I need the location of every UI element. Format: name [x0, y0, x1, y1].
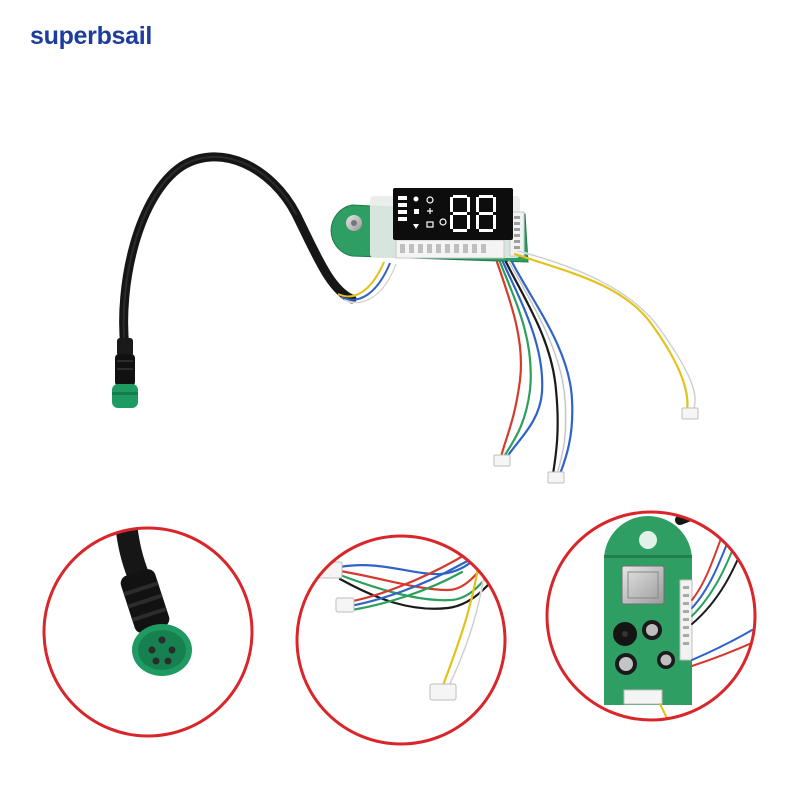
display-board	[330, 188, 529, 263]
wire-connectors	[493, 407, 699, 484]
status-icons	[413, 196, 447, 229]
wifi-module	[621, 565, 665, 605]
connector-green-tip	[112, 384, 138, 408]
detail-circle-wires	[295, 534, 507, 746]
display-screen	[393, 188, 513, 240]
white-connector-bottom	[429, 683, 457, 701]
detail-circle-pcb	[545, 510, 757, 722]
battery-indicator	[398, 196, 407, 221]
brand-logo: superbsail	[30, 22, 153, 50]
main-cable	[119, 152, 357, 353]
detail-circle-connector	[42, 526, 254, 738]
main-product-assembly	[112, 152, 699, 484]
white-connector-mid	[335, 597, 355, 613]
left-thin-wires	[337, 261, 397, 304]
capacitors	[615, 620, 675, 675]
plug-pins	[148, 636, 176, 665]
connector-plug	[112, 338, 138, 408]
wire-harness	[495, 249, 697, 476]
